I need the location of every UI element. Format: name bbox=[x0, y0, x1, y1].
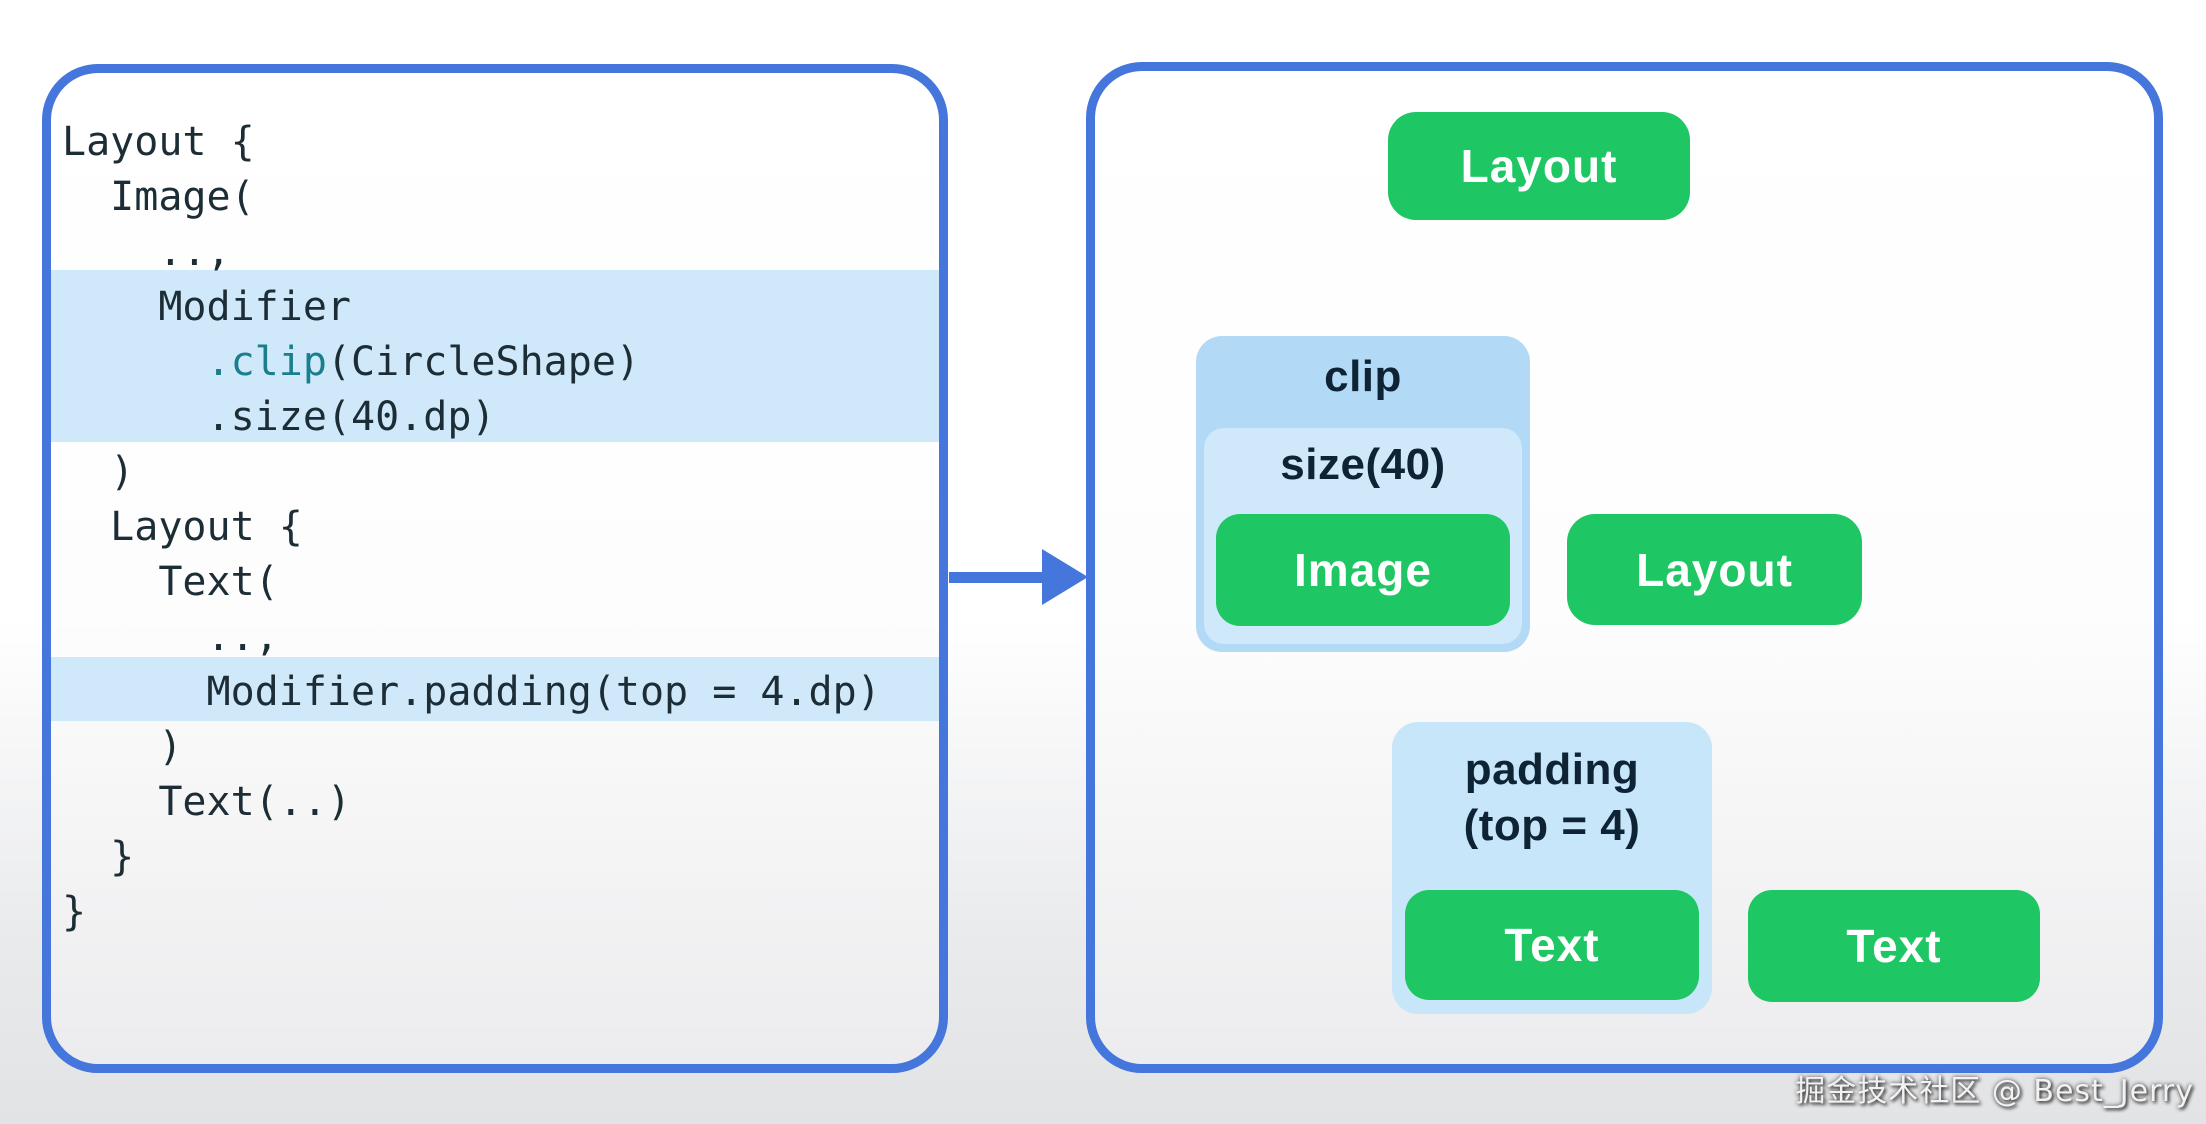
code-highlight-band-clip-size bbox=[51, 270, 939, 442]
code-line: ) bbox=[62, 449, 135, 495]
code-block: Layout { Image( .., Modifier .clip(Circl… bbox=[62, 115, 939, 940]
code-line: Image( bbox=[62, 174, 255, 220]
code-line: Text( bbox=[62, 559, 279, 605]
code-panel: Layout { Image( .., Modifier .clip(Circl… bbox=[42, 64, 948, 1073]
tree-node-layout-child: Layout bbox=[1567, 514, 1862, 625]
code-line: } bbox=[62, 889, 87, 935]
code-clip-args: (CircleShape) bbox=[326, 339, 640, 385]
arrow-right-head-icon bbox=[1042, 549, 1088, 605]
size-label: size(40) bbox=[1280, 440, 1446, 489]
watermark-text: 掘金技术社区 @ Best_Jerry bbox=[1795, 1074, 2194, 1109]
code-line: Layout { bbox=[62, 504, 303, 550]
tree-node-padding: padding (top = 4) Text bbox=[1392, 722, 1712, 1014]
padding-label-line2: (top = 4) bbox=[1463, 801, 1641, 850]
tree-node-clip: clip size(40) Image bbox=[1196, 336, 1530, 652]
tree-node-text-left: Text bbox=[1405, 890, 1699, 1000]
code-line: .., bbox=[62, 614, 279, 660]
clip-label: clip bbox=[1324, 352, 1402, 401]
tree-node-text-right: Text bbox=[1748, 890, 2040, 1002]
code-line: Layout { bbox=[62, 119, 255, 165]
code-line: Text(..) bbox=[62, 779, 351, 825]
code-line: } bbox=[62, 834, 135, 880]
code-clip-accent: .clip bbox=[206, 339, 327, 385]
code-line: .., bbox=[62, 229, 231, 275]
code-line: Modifier.padding(top = 4.dp) bbox=[62, 669, 881, 715]
arrow-right-icon bbox=[949, 572, 1049, 583]
tree-node-layout-root: Layout bbox=[1388, 112, 1690, 220]
code-line: ) bbox=[62, 724, 183, 770]
tree-node-image: Image bbox=[1216, 514, 1510, 626]
padding-label-line1: padding bbox=[1464, 745, 1640, 794]
code-line: .size(40.dp) bbox=[62, 394, 496, 440]
code-line-clip: .clip(CircleShape) bbox=[62, 335, 939, 390]
tree-node-size: size(40) Image bbox=[1204, 428, 1522, 644]
code-line: Modifier bbox=[62, 284, 351, 330]
code-highlight-band-padding bbox=[51, 657, 939, 721]
code-indent bbox=[62, 339, 207, 385]
